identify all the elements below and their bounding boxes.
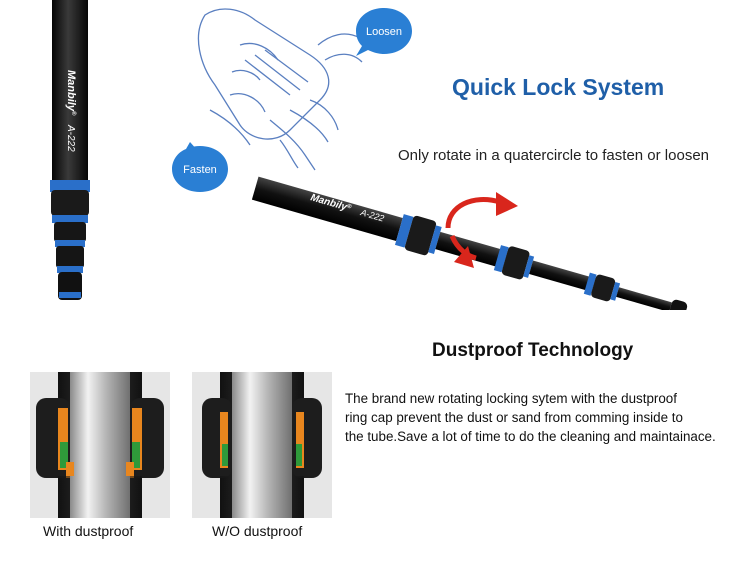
vertical-leg-brand: Manbily® (65, 70, 77, 116)
vertical-tripod-leg: Manbily® A-222 (50, 0, 90, 300)
fasten-bubble: Fasten (172, 142, 228, 192)
rotation-arrows-icon (445, 192, 518, 268)
dustproof-title: Dustproof Technology (432, 340, 634, 361)
diagonal-tripod-leg: Manbily® A-222 (251, 176, 688, 310)
description-line-1: The brand new rotating locking sytem wit… (345, 391, 677, 406)
cross-section-without-dustproof (192, 372, 332, 518)
cross-section-with-dustproof (30, 372, 170, 518)
description-line-3: the tube.Save a lot of time to do the cl… (345, 429, 716, 444)
loosen-bubble: Loosen (356, 8, 412, 56)
caption-with-dustproof: With dustproof (43, 523, 134, 539)
loosen-label: Loosen (366, 26, 402, 38)
quick-lock-title: Quick Lock System (452, 74, 665, 100)
vertical-leg-model: A-222 (65, 124, 76, 152)
caption-without-dustproof: W/O dustproof (212, 523, 303, 539)
description-line-2: ring cap prevent the dust or sand from c… (345, 410, 683, 425)
fasten-label: Fasten (183, 164, 217, 176)
dustproof-description: The brand new rotating locking sytem wit… (345, 389, 716, 446)
quick-lock-subtitle: Only rotate in a quatercircle to fasten … (398, 147, 710, 164)
hand-rotation-illustration (197, 8, 363, 171)
